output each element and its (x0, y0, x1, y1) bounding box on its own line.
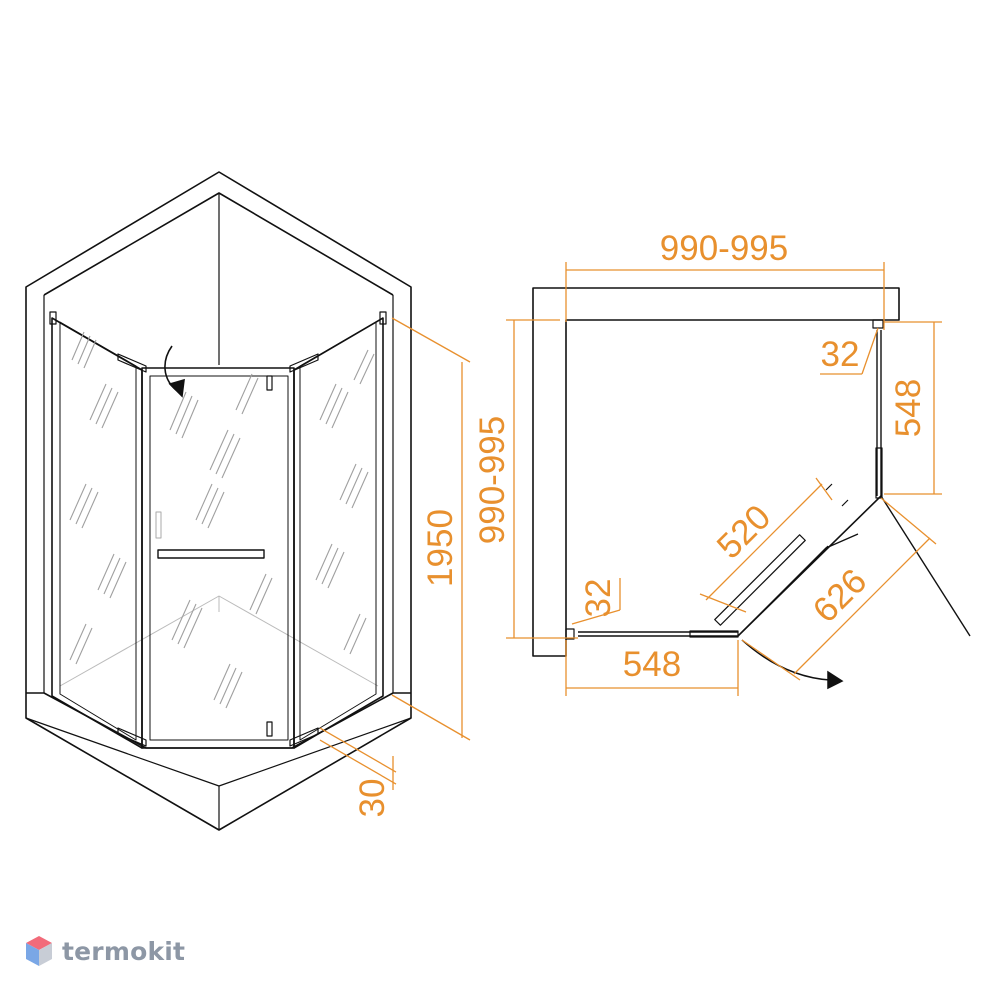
dim-plan-left-gap: 32 (579, 579, 618, 618)
dim-plan-right: 548 (889, 379, 928, 437)
brand-name: termokit (62, 936, 186, 966)
glass-hatch (69, 331, 375, 709)
isometric-view (25, 171, 412, 831)
dim-door-diag: 626 (805, 561, 874, 630)
dim-base-label: 30 (353, 779, 392, 818)
brand-logo: termokit (24, 934, 185, 968)
door-swing-arrow (164, 345, 185, 398)
right-glass-panel (293, 317, 384, 749)
dim-door-opening: 520 (709, 497, 778, 566)
iso-dimensions (319, 317, 471, 790)
plan-swing-arrow (741, 639, 844, 690)
front-door (141, 367, 295, 749)
dim-plan-top: 990-995 (660, 229, 788, 268)
dim-plan-top-gap: 32 (821, 335, 860, 374)
left-glass-panel (51, 317, 143, 749)
dim-plan-left: 990-995 (473, 416, 512, 544)
cube-logo-icon (26, 936, 52, 966)
dim-plan-bottom: 548 (623, 645, 681, 684)
plan-dimensions (506, 262, 942, 696)
door-handle (157, 549, 265, 559)
dim-height-label: 1950 (421, 509, 460, 587)
